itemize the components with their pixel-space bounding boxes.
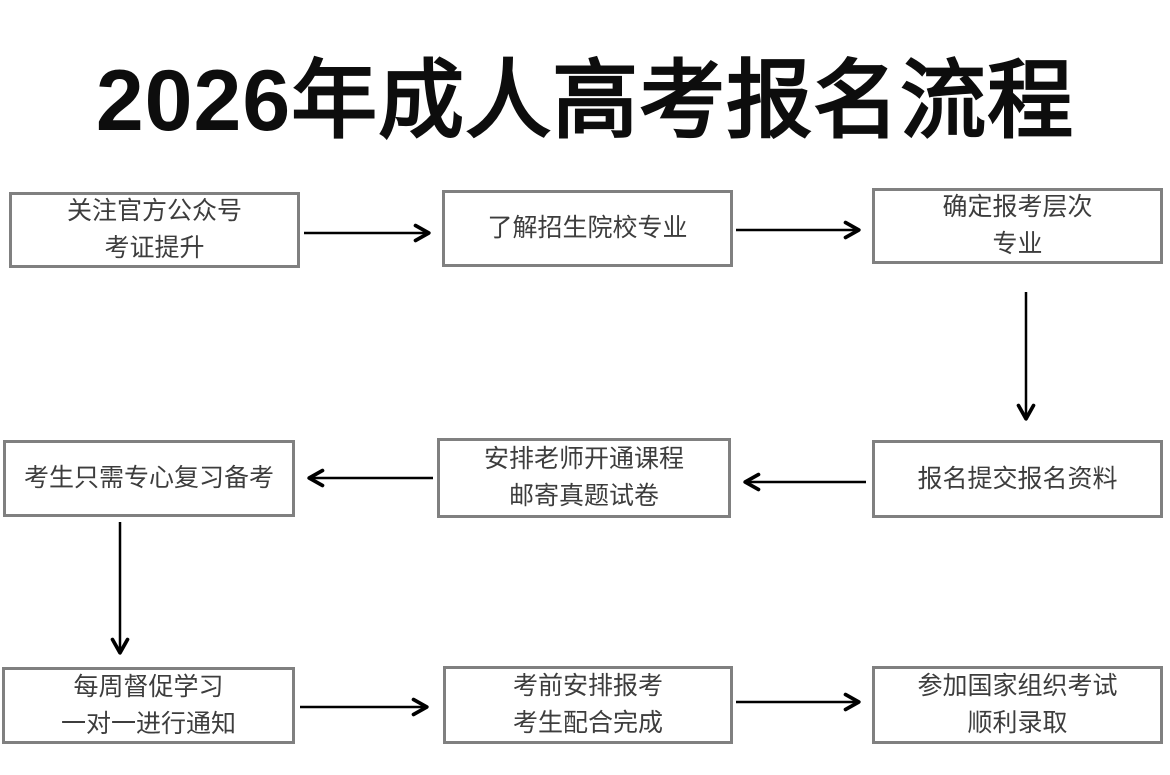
flow-step-7-line-2: 一对一进行通知 (60, 709, 236, 738)
flow-step-7-line-1: 每周督促学习 (73, 672, 224, 701)
flow-step-8-line-1: 考前安排报考 (512, 672, 663, 700)
flow-step-2-line-1: 了解招生院校专业 (487, 214, 688, 242)
flow-step-1-line-1: 关注官方公众号 (66, 197, 242, 225)
flow-step-5-line-2: 邮寄真题试卷 (508, 482, 659, 510)
flow-step-7-weekly-supervision: 每周督促学习 一对一进行通知 (2, 667, 295, 744)
flow-step-1-follow-official-account: 关注官方公众号 考证提升 (9, 192, 300, 268)
page-title: 2026年成人高考报名流程 (95, 53, 1075, 149)
flow-step-3-line-1: 确定报考层次 (942, 193, 1093, 221)
flow-step-4-submit-registration-materials: 报名提交报名资料 (872, 440, 1163, 518)
flow-step-9-line-1: 参加国家组织考试 (917, 672, 1118, 700)
flow-step-8-line-2: 考生配合完成 (512, 709, 663, 737)
flow-step-3-line-2: 专业 (992, 230, 1043, 258)
flow-step-6-focus-on-review: 考生只需专心复习备考 (3, 440, 295, 517)
flow-step-8-pre-exam-arrangement: 考前安排报考 考生配合完成 (443, 666, 733, 744)
flow-step-9-take-exam-admitted: 参加国家组织考试 顺利录取 (872, 666, 1163, 744)
flow-step-6-line-1: 考生只需专心复习备考 (23, 464, 274, 492)
flow-step-5-line-1: 安排老师开通课程 (483, 445, 684, 473)
flow-step-5-open-courses-mail-papers: 安排老师开通课程 邮寄真题试卷 (437, 438, 731, 518)
flow-step-9-line-2: 顺利录取 (967, 709, 1068, 737)
flow-step-2-learn-colleges-majors: 了解招生院校专业 (442, 190, 733, 267)
flow-step-4-line-1: 报名提交报名资料 (917, 464, 1118, 493)
flow-step-1-line-2: 考证提升 (104, 234, 205, 262)
flow-step-3-confirm-level-major: 确定报考层次 专业 (872, 188, 1163, 264)
